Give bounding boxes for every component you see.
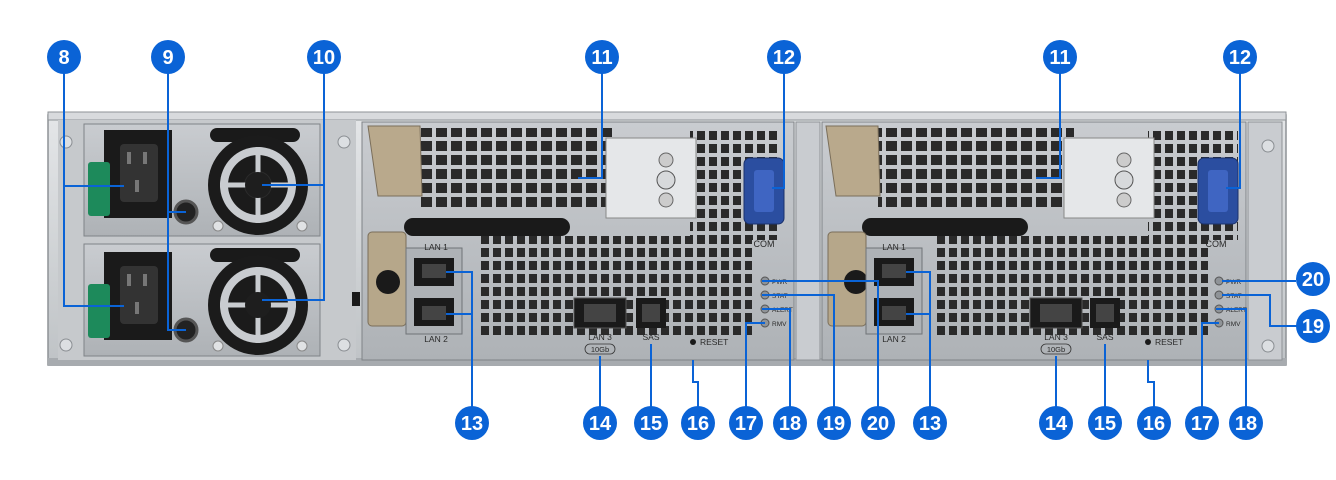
module-lever[interactable]	[825, 125, 881, 197]
callout-18-number: 18	[1235, 413, 1257, 435]
tengb-label: 10Gb	[591, 345, 609, 354]
callout-18-number: 18	[779, 413, 801, 435]
sas-label: SAS	[1096, 332, 1113, 342]
lan2-label: LAN 2	[882, 334, 906, 344]
callout-12: 12	[767, 40, 801, 74]
callout-19-number: 19	[823, 413, 845, 435]
callout-13-number: 13	[919, 413, 941, 435]
psu-latch-handle[interactable]	[88, 162, 110, 216]
callout-15: 15	[634, 406, 668, 440]
callout-17: 17	[729, 406, 763, 440]
lan3-label: LAN 3	[588, 332, 612, 342]
callout-20: 20	[861, 406, 895, 440]
psu-tab	[352, 292, 360, 306]
callout-14: 14	[583, 406, 617, 440]
callout-8: 8	[47, 40, 81, 74]
screw-icon	[337, 135, 351, 149]
screw-icon	[1261, 139, 1275, 153]
callout-14-number: 14	[1045, 413, 1068, 435]
callout-11: 11	[1043, 40, 1077, 74]
psu-latch-handle[interactable]	[88, 284, 110, 338]
callout-11: 11	[585, 40, 619, 74]
callout-12-number: 12	[773, 47, 795, 69]
controller-module-1: COM LAN 1 LAN 2 LAN 3 10Gb SAS RESET PWR…	[361, 121, 795, 361]
callout-11-number: 11	[1049, 47, 1070, 69]
callout-9-number: 9	[162, 47, 173, 69]
power-supply-2	[83, 243, 321, 357]
rmv-led-label: RMV	[1226, 321, 1241, 328]
controller-module-2: COM LAN 1 LAN 2 LAN 3 10Gb SAS RESET PWR…	[821, 121, 1247, 361]
module-handle[interactable]	[862, 218, 1028, 236]
screw-icon	[337, 338, 351, 352]
module-handle[interactable]	[404, 218, 570, 236]
callout-11-number: 11	[591, 47, 612, 69]
vent-grille	[878, 128, 1074, 208]
pwr-led	[1214, 276, 1224, 286]
callout-12-number: 12	[1229, 47, 1251, 69]
callout-15-number: 15	[1094, 413, 1116, 435]
callout-18: 18	[773, 406, 807, 440]
callouts: 8 9 10 11 12 11 12 13 14 15 16 17 18 19 …	[47, 40, 1330, 440]
reset-label: RESET	[700, 337, 728, 347]
callout-20-number: 20	[867, 413, 889, 435]
callout-13: 13	[913, 406, 947, 440]
vent-grille	[420, 128, 616, 208]
callout-17-number: 17	[1191, 413, 1213, 435]
callout-18: 18	[1229, 406, 1263, 440]
callout-19-number: 19	[1302, 316, 1324, 338]
reset-label: RESET	[1155, 337, 1183, 347]
callout-15-number: 15	[640, 413, 662, 435]
callout-15: 15	[1088, 406, 1122, 440]
callout-14: 14	[1039, 406, 1073, 440]
stat-led	[1214, 290, 1224, 300]
callout-19: 19	[1296, 309, 1330, 343]
screw-icon	[1261, 339, 1275, 353]
alert-led-label: ALERT	[1226, 307, 1247, 314]
lan3-label: LAN 3	[1044, 332, 1068, 342]
thumbscrew-icon[interactable]	[376, 270, 400, 294]
com-label: COM	[754, 239, 775, 249]
callout-19: 19	[817, 406, 851, 440]
callout-16: 16	[681, 406, 715, 440]
reset-button[interactable]	[1145, 339, 1151, 345]
rmv-led-label: RMV	[772, 321, 787, 328]
callout-13: 13	[455, 406, 489, 440]
callout-8-number: 8	[58, 47, 69, 69]
callout-10: 10	[307, 40, 341, 74]
pwr-led-label: PWR	[1226, 279, 1241, 286]
callout-12: 12	[1223, 40, 1257, 74]
stat-led-label: STAT	[1226, 293, 1242, 300]
callout-16-number: 16	[1143, 413, 1165, 435]
module-lever[interactable]	[367, 125, 423, 197]
tengb-label: 10Gb	[1047, 345, 1065, 354]
lan2-label: LAN 2	[424, 334, 448, 344]
lan1-label: LAN 1	[882, 242, 906, 252]
sas-label: SAS	[642, 332, 659, 342]
lan1-label: LAN 1	[424, 242, 448, 252]
screw-icon	[59, 338, 73, 352]
callout-10-number: 10	[313, 47, 335, 69]
screw-icon	[59, 135, 73, 149]
stat-led-label: STAT	[772, 293, 788, 300]
callout-20-number: 20	[1302, 269, 1324, 291]
callout-16-number: 16	[687, 413, 709, 435]
callout-20: 20	[1296, 262, 1330, 296]
power-supply-1	[83, 123, 321, 237]
callout-17: 17	[1185, 406, 1219, 440]
callout-14-number: 14	[589, 413, 612, 435]
leader-lines	[63, 72, 1298, 408]
callout-13-number: 13	[461, 413, 483, 435]
callout-16: 16	[1137, 406, 1171, 440]
pwr-led-label: PWR	[772, 279, 787, 286]
alert-led-label: ALERT	[772, 307, 793, 314]
com-label: COM	[1206, 239, 1227, 249]
reset-button[interactable]	[690, 339, 696, 345]
callout-9: 9	[151, 40, 185, 74]
callout-17-number: 17	[735, 413, 757, 435]
